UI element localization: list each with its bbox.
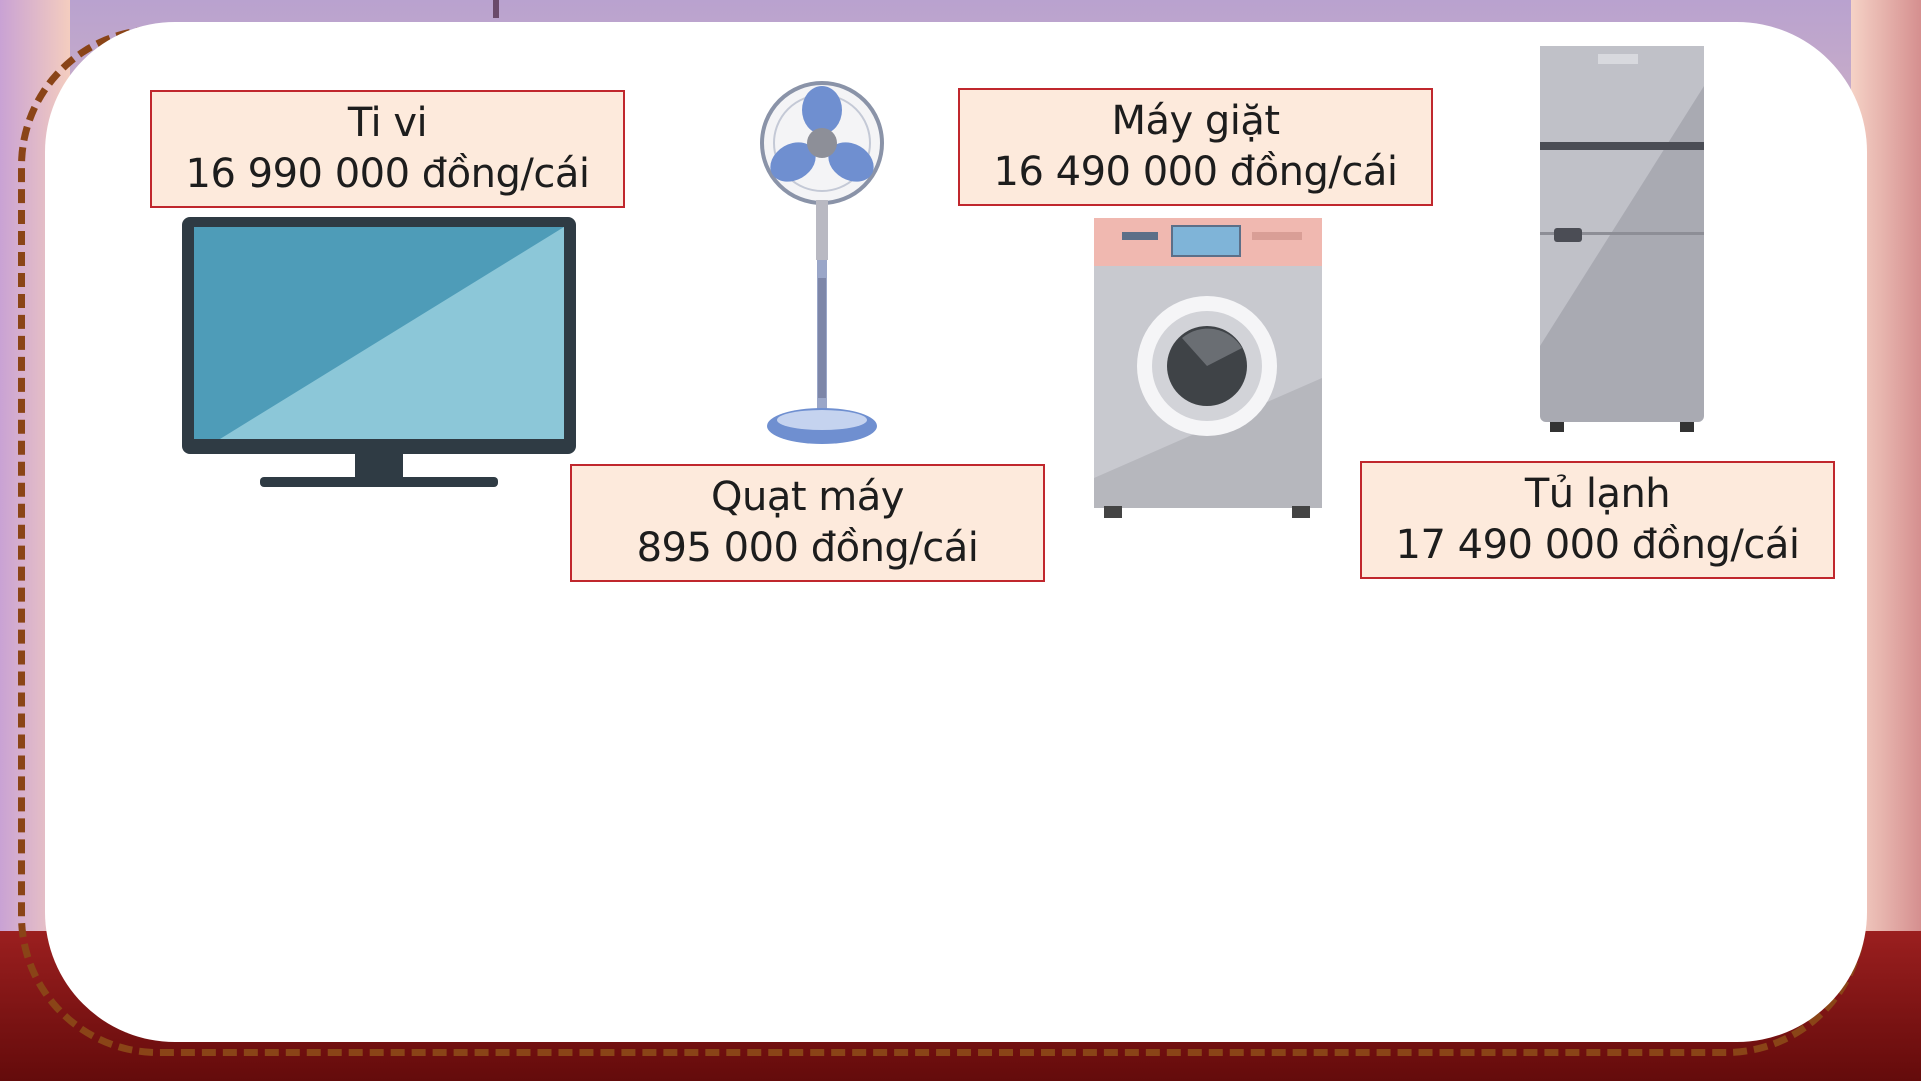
washing-machine-price: 16 490 000 đồng/cái: [960, 147, 1431, 198]
tv-label: Ti vi 16 990 000 đồng/cái: [150, 90, 625, 208]
fan-name: Quạt máy: [572, 472, 1043, 523]
refrigerator-icon: [1538, 46, 1706, 436]
tv-icon: [180, 215, 580, 495]
washing-machine-icon: [1092, 218, 1324, 520]
washing-machine-name: Máy giặt: [960, 96, 1431, 147]
fan-label: Quạt máy 895 000 đồng/cái: [570, 464, 1045, 582]
refrigerator-name: Tủ lạnh: [1362, 469, 1833, 520]
washing-machine-label: Máy giặt 16 490 000 đồng/cái: [958, 88, 1433, 206]
tv-price: 16 990 000 đồng/cái: [152, 149, 623, 200]
tv-name: Ti vi: [152, 98, 623, 149]
refrigerator-label: Tủ lạnh 17 490 000 đồng/cái: [1360, 461, 1835, 579]
fan-icon: [752, 78, 892, 450]
fan-price: 895 000 đồng/cái: [572, 523, 1043, 574]
refrigerator-price: 17 490 000 đồng/cái: [1362, 520, 1833, 571]
